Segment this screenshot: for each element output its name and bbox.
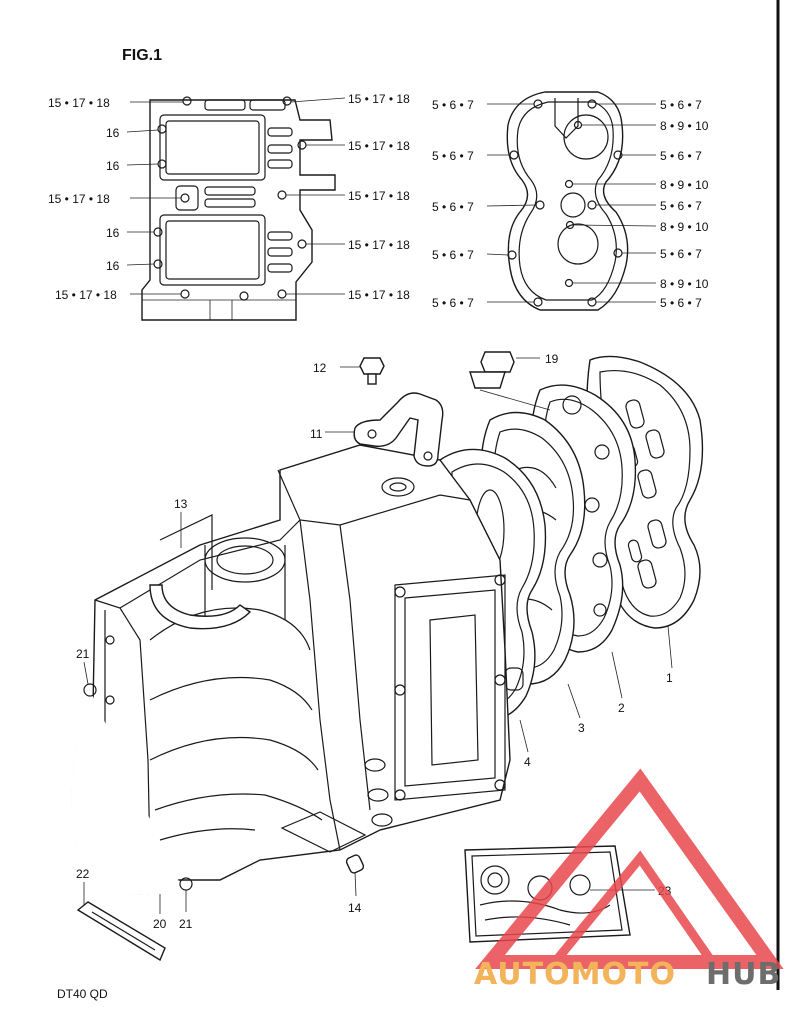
part-13-bearing-half bbox=[149, 512, 252, 630]
part-23-gasket-set bbox=[464, 845, 655, 943]
watermark-logo bbox=[475, 768, 784, 969]
label-part-21-a: 21 bbox=[76, 647, 90, 661]
label-5-6-7-d: 5 • 6 • 7 bbox=[660, 149, 702, 163]
manifold-gasket-drawing bbox=[141, 96, 336, 321]
crankcase-body-drawing bbox=[91, 444, 511, 881]
watermark-inner-triangle-icon bbox=[545, 850, 721, 967]
label-part-11: 11 bbox=[310, 427, 323, 441]
label-5-6-7-c: 5 • 6 • 7 bbox=[432, 149, 474, 163]
label-part-2: 2 bbox=[618, 701, 625, 715]
label-16-c: 16 bbox=[106, 226, 120, 240]
label-16-b: 16 bbox=[106, 159, 120, 173]
cylinder-head-cover-drawing bbox=[506, 91, 629, 311]
figure-title: FIG.1 bbox=[122, 47, 162, 64]
label-15-17-18-c: 15 • 17 • 18 bbox=[48, 192, 110, 206]
label-15-17-18-e: 15 • 17 • 18 bbox=[348, 189, 410, 203]
label-part-14: 14 bbox=[348, 901, 362, 915]
label-16-a: 16 bbox=[106, 126, 120, 140]
model-code: DT40 QD bbox=[57, 987, 108, 1001]
part-12-bolt bbox=[340, 357, 385, 385]
label-16-d: 16 bbox=[106, 259, 120, 273]
watermark-brand-a: AUTOMOTO bbox=[474, 957, 676, 992]
label-15-17-18-g: 15 • 17 • 18 bbox=[55, 288, 117, 302]
label-5-6-7-b: 5 • 6 • 7 bbox=[660, 98, 702, 112]
label-part-1: 1 bbox=[666, 671, 673, 685]
label-8-9-10-c: 8 • 9 • 10 bbox=[660, 220, 709, 234]
part-14-pin bbox=[280, 811, 367, 897]
label-part-21-b: 21 bbox=[179, 917, 193, 931]
cylinder-head-cover-leaders bbox=[486, 103, 657, 303]
label-5-6-7-h: 5 • 6 • 7 bbox=[660, 247, 702, 261]
label-8-9-10-d: 8 • 9 • 10 bbox=[660, 277, 709, 291]
label-15-17-18-a: 15 • 17 • 18 bbox=[48, 96, 110, 110]
part-11-bracket bbox=[325, 392, 444, 467]
label-part-3: 3 bbox=[578, 721, 585, 735]
label-part-22: 22 bbox=[76, 867, 90, 881]
label-5-6-7-g: 5 • 6 • 7 bbox=[432, 248, 474, 262]
part-19-plug bbox=[469, 351, 551, 411]
label-5-6-7-e: 5 • 6 • 7 bbox=[432, 200, 474, 214]
hose-assembly-20-21-22 bbox=[70, 661, 193, 962]
label-part-20: 20 bbox=[153, 917, 167, 931]
label-15-17-18-d: 15 • 17 • 18 bbox=[348, 139, 410, 153]
label-8-9-10-b: 8 • 9 • 10 bbox=[660, 178, 709, 192]
label-5-6-7-j: 5 • 6 • 7 bbox=[660, 296, 702, 310]
label-part-13: 13 bbox=[174, 497, 188, 511]
label-part-12: 12 bbox=[313, 361, 327, 375]
label-8-9-10-a: 8 • 9 • 10 bbox=[660, 119, 709, 133]
label-15-17-18-b: 15 • 17 • 18 bbox=[348, 92, 410, 106]
label-part-4: 4 bbox=[524, 755, 531, 769]
watermark-brand-b: HUB bbox=[706, 957, 781, 992]
label-5-6-7-f: 5 • 6 • 7 bbox=[660, 199, 702, 213]
label-15-17-18-f: 15 • 17 • 18 bbox=[348, 238, 410, 252]
manifold-gasket-leaders bbox=[126, 97, 346, 295]
label-5-6-7-a: 5 • 6 • 7 bbox=[432, 98, 474, 112]
label-5-6-7-i: 5 • 6 • 7 bbox=[432, 296, 474, 310]
label-part-19: 19 bbox=[545, 352, 559, 366]
label-15-17-18-h: 15 • 17 • 18 bbox=[348, 288, 410, 302]
part-leaders bbox=[519, 625, 673, 753]
